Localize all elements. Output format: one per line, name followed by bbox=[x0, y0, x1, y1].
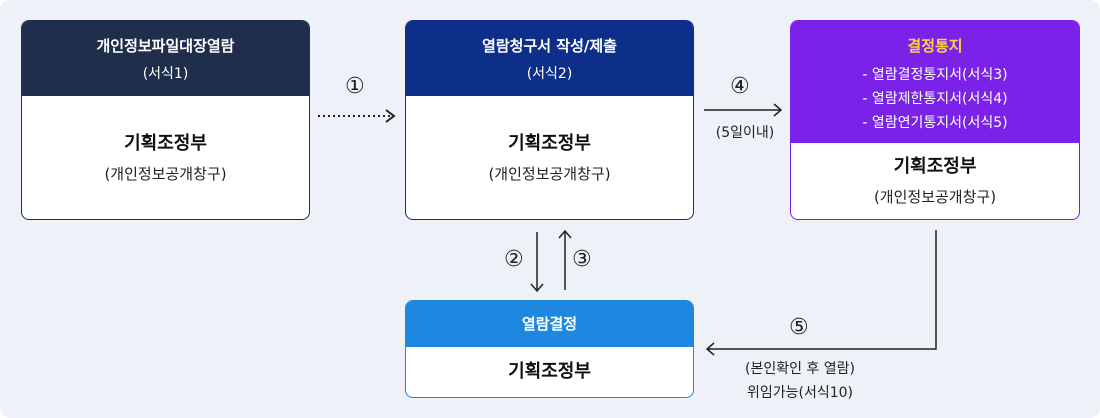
box-header-form: (서식2) bbox=[526, 66, 573, 82]
box-header-title: 열람청구서 작성/제출 bbox=[482, 37, 617, 55]
arrow-step-5-head bbox=[705, 342, 715, 356]
box-department-desk: (개인정보공개창구) bbox=[488, 164, 611, 183]
step-5-note-line2: 위임가능(서식10) bbox=[746, 385, 854, 401]
step-number-5: ⑤ bbox=[789, 315, 809, 340]
notice-list: - 열람결정통지서(서식3) - 열람제한통지서(서식4) - 열람연기통지서(… bbox=[791, 63, 1079, 135]
notice-list-item: - 열람제한통지서(서식4) bbox=[862, 91, 1008, 107]
arrow-step-3-head bbox=[558, 229, 572, 239]
step-5-note-line1: (본인확인 후 열람) bbox=[745, 361, 855, 377]
box-body: 기획조정부 (개인정보공개창구) bbox=[791, 143, 1079, 219]
step-box-request-submit: 열람청구서 작성/제출 (서식2) 기획조정부 (개인정보공개창구) bbox=[405, 20, 694, 220]
arrow-step-5 bbox=[708, 230, 937, 350]
step-box-view-decision: 열람결정 기획조정부 bbox=[405, 300, 694, 398]
box-department: 기획조정부 bbox=[508, 132, 591, 154]
box-body: 기획조정부 (개인정보공개창구) bbox=[22, 96, 309, 219]
box-header-title: 열람결정 bbox=[521, 315, 578, 333]
step-number-1: ① bbox=[345, 74, 365, 99]
box-department: 기획조정부 bbox=[893, 156, 977, 177]
step-number-4: ④ bbox=[730, 74, 750, 99]
box-department-desk: (개인정보공개창구) bbox=[873, 188, 997, 206]
box-header: 개인정보파일대장열람 (서식1) bbox=[22, 21, 309, 96]
box-header-title: 개인정보파일대장열람 bbox=[96, 37, 235, 55]
box-body: 기획조정부 (개인정보공개창구) bbox=[406, 96, 693, 219]
step-4-note: (5일이내) bbox=[715, 125, 775, 141]
notice-list-item: - 열람결정통지서(서식3) bbox=[862, 67, 1008, 83]
box-department: 기획조정부 bbox=[124, 132, 207, 154]
step-number-2: ② bbox=[504, 247, 524, 272]
arrow-step-1-head bbox=[385, 109, 396, 123]
arrow-step-2-head bbox=[530, 283, 544, 293]
notice-list-item: - 열람연기통지서(서식5) bbox=[862, 115, 1008, 131]
step-number-3: ③ bbox=[572, 247, 592, 272]
box-department-desk: (개인정보공개창구) bbox=[104, 164, 227, 183]
box-header: 열람청구서 작성/제출 (서식2) bbox=[406, 21, 693, 96]
step-box-decision-notice: 결정통지 - 열람결정통지서(서식3) - 열람제한통지서(서식4) - 열람연… bbox=[790, 20, 1080, 220]
box-header: 결정통지 - 열람결정통지서(서식3) - 열람제한통지서(서식4) - 열람연… bbox=[791, 21, 1079, 143]
box-department: 기획조정부 bbox=[508, 361, 591, 382]
step-box-file-register: 개인정보파일대장열람 (서식1) 기획조정부 (개인정보공개창구) bbox=[21, 20, 310, 220]
box-header: 열람결정 bbox=[406, 301, 693, 347]
box-body: 기획조정부 bbox=[406, 347, 693, 397]
arrow-step-4-head bbox=[773, 103, 783, 117]
box-header-form: (서식1) bbox=[142, 66, 189, 82]
box-header-title: 결정통지 bbox=[907, 37, 963, 55]
